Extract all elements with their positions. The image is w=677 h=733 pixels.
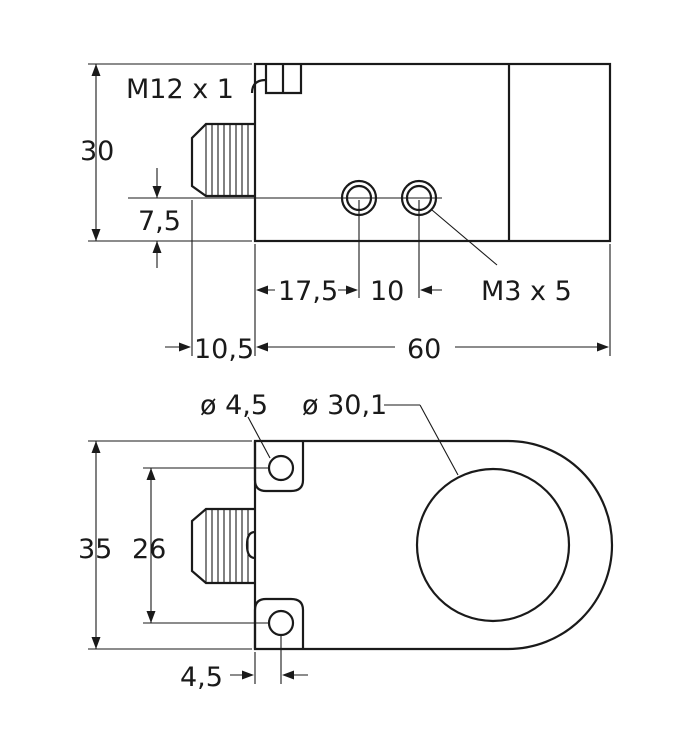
top-hole-spacing-label: 10 <box>370 276 404 307</box>
top-length-label: 60 <box>407 334 441 365</box>
bottom-connector <box>190 507 256 585</box>
bottom-ear-top <box>253 441 305 493</box>
bottom-width-label: 35 <box>78 534 112 565</box>
top-height-label: 30 <box>80 136 114 167</box>
bottom-hole-spacing-label: 26 <box>132 534 166 565</box>
bottom-bore <box>415 467 571 623</box>
top-hole-thread-label: M3 x 5 <box>481 276 572 307</box>
top-connector <box>190 122 255 198</box>
bottom-ear-bottom <box>253 597 305 649</box>
bottom-hole-edge-label: 4,5 <box>180 662 223 693</box>
top-connector-len-label: 10,5 <box>194 334 254 365</box>
top-offset-label: 7,5 <box>138 206 181 237</box>
bottom-hole-top <box>267 454 295 482</box>
bottom-small-hole-label: ø 4,5 <box>200 390 268 421</box>
bottom-bore-label: ø 30,1 <box>302 390 387 421</box>
top-hole-pos-label: 17,5 <box>278 276 338 307</box>
top-housing <box>253 62 612 243</box>
bottom-housing <box>253 439 614 651</box>
top-thread-label: M12 x 1 <box>126 74 234 105</box>
top-view: 30 M12 x 1 7,5 17,5 10 M3 x 5 10,5 <box>80 62 612 365</box>
bottom-hole-bottom <box>267 609 295 637</box>
bottom-view: ø 4,5 ø 30,1 35 26 4,5 <box>78 390 614 693</box>
